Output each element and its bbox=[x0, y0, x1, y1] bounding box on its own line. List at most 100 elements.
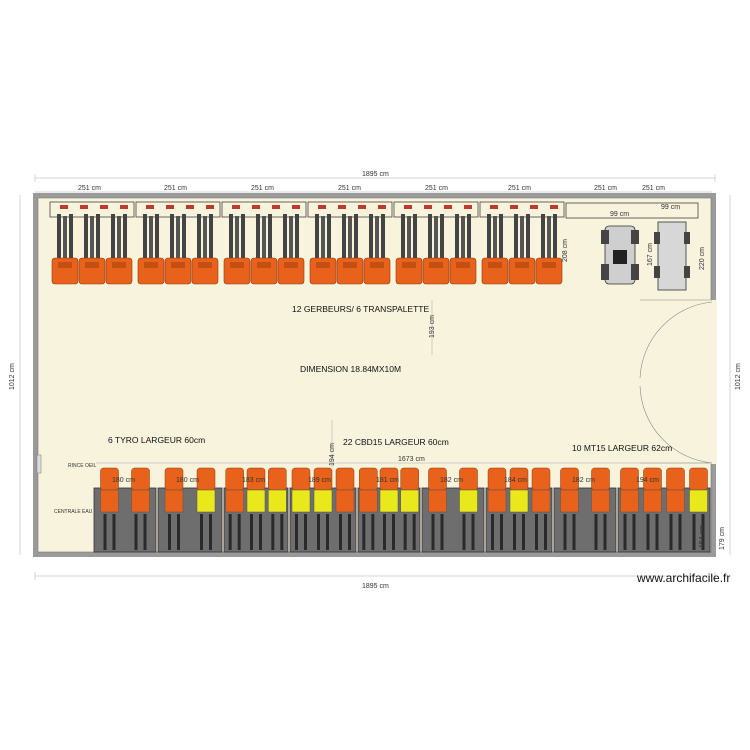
bay-width-label: 251 cm bbox=[251, 185, 274, 192]
stacker-body bbox=[449, 257, 477, 285]
trailer-vehicle bbox=[657, 221, 687, 291]
machine-body bbox=[246, 489, 266, 513]
charger-plug bbox=[444, 205, 452, 209]
machine-leg bbox=[295, 514, 298, 550]
machine-leg bbox=[522, 514, 525, 550]
machine-leg bbox=[440, 514, 444, 550]
mt-label: 10 MT15 LARGEUR 62cm bbox=[572, 443, 672, 453]
machine-body bbox=[225, 489, 244, 513]
machine-body bbox=[164, 489, 184, 513]
charger-plug bbox=[272, 205, 280, 209]
machine-leg bbox=[603, 514, 607, 550]
stacker-fork bbox=[69, 214, 73, 260]
machine-head bbox=[268, 467, 287, 491]
machine-body bbox=[359, 489, 378, 513]
stacker-body bbox=[336, 257, 364, 285]
machine-leg bbox=[646, 514, 650, 550]
stacker-panel bbox=[85, 262, 99, 268]
row-width-label: 1673 cm bbox=[398, 456, 425, 463]
machine-leg bbox=[304, 514, 307, 550]
stacker-body bbox=[137, 257, 165, 285]
bottom-dimension-line bbox=[34, 572, 716, 580]
stacker-mast bbox=[520, 216, 524, 260]
stacker-panel bbox=[429, 262, 443, 268]
machine-leg bbox=[383, 514, 386, 550]
stacker-panel bbox=[515, 262, 529, 268]
stacker-panel bbox=[456, 262, 470, 268]
stacker-fork bbox=[553, 214, 557, 260]
machine-head bbox=[359, 467, 378, 491]
bay-dimension-label: 181 cm bbox=[376, 477, 399, 484]
stacker-fork bbox=[342, 214, 346, 260]
machine-leg bbox=[103, 514, 107, 550]
stacker-panel bbox=[144, 262, 158, 268]
machine-body bbox=[131, 489, 150, 513]
machine-leg bbox=[317, 514, 320, 550]
machine-body bbox=[531, 489, 551, 513]
stacker-fork bbox=[381, 214, 385, 260]
bay-dimension-label: 182 cm bbox=[440, 477, 463, 484]
stacker-fork bbox=[197, 214, 201, 260]
stacker-panel bbox=[284, 262, 298, 268]
machine-body bbox=[666, 489, 685, 513]
charger-plug bbox=[292, 205, 300, 209]
bay-width-label: 251 cm bbox=[425, 185, 448, 192]
dim-99-b: 99 cm bbox=[661, 204, 680, 211]
machine-head bbox=[531, 467, 551, 491]
stacker-panel bbox=[343, 262, 357, 268]
charger-plug bbox=[166, 205, 174, 209]
stacker-fork bbox=[354, 214, 358, 260]
machine-leg bbox=[701, 514, 705, 550]
charger-plug bbox=[404, 205, 412, 209]
machine-body bbox=[689, 489, 708, 513]
stacker-mast bbox=[90, 216, 94, 260]
charger-plug bbox=[80, 205, 88, 209]
bay-dimension-label: 194 cm bbox=[636, 477, 659, 484]
cbd-label: 22 CBD15 LARGEUR 60cm bbox=[343, 437, 449, 447]
stacker-mast bbox=[117, 216, 121, 260]
stacker-mast bbox=[348, 216, 352, 260]
charger-plug bbox=[550, 205, 558, 209]
stacker-panel bbox=[112, 262, 126, 268]
charger-plug bbox=[100, 205, 108, 209]
machine-leg bbox=[678, 514, 682, 550]
machine-leg bbox=[655, 514, 659, 550]
stacker-fork bbox=[143, 214, 147, 260]
machine-leg bbox=[431, 514, 435, 550]
machine-body bbox=[100, 489, 119, 513]
machine-leg bbox=[326, 514, 329, 550]
machine-leg bbox=[392, 514, 395, 550]
stacker-fork bbox=[327, 214, 331, 260]
stacker-fork bbox=[111, 214, 115, 260]
bay-width-label: 251 cm bbox=[508, 185, 531, 192]
machine-leg bbox=[513, 514, 516, 550]
bay-width-label: 251 cm bbox=[594, 185, 617, 192]
machine-body bbox=[379, 489, 399, 513]
machine-leg bbox=[237, 514, 241, 550]
stacker-mast bbox=[547, 216, 551, 260]
stacker-fork bbox=[283, 214, 287, 260]
stacker-fork bbox=[170, 214, 174, 260]
charger-plug bbox=[206, 205, 214, 209]
machine-leg bbox=[348, 514, 351, 550]
stacker-fork bbox=[428, 214, 432, 260]
stacker-body bbox=[422, 257, 450, 285]
bay-dimension-label: 184 cm bbox=[504, 477, 527, 484]
stacker-fork bbox=[440, 214, 444, 260]
watermark: www.archifacile.fr bbox=[636, 571, 730, 585]
height-right-label: 1012 cm bbox=[735, 363, 742, 390]
stacker-body bbox=[309, 257, 337, 285]
dim-193: 193 cm bbox=[429, 315, 436, 338]
stacker-fork bbox=[155, 214, 159, 260]
stacker-panel bbox=[488, 262, 502, 268]
machine-body bbox=[291, 489, 311, 513]
machine-head bbox=[335, 467, 355, 491]
stacker-mast bbox=[375, 216, 379, 260]
machine-leg bbox=[491, 514, 494, 550]
bay-width-label: 251 cm bbox=[338, 185, 361, 192]
machine-body bbox=[335, 489, 355, 513]
machine-leg bbox=[271, 514, 275, 550]
machine-leg bbox=[250, 514, 253, 550]
